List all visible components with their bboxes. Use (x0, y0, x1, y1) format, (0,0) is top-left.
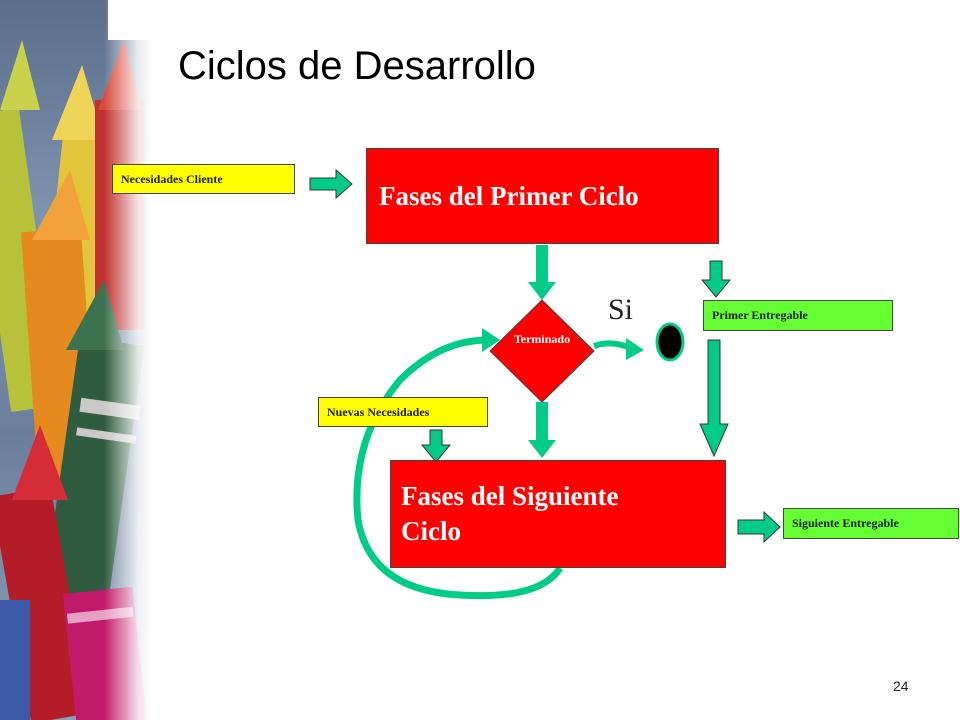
page-number: 24 (893, 678, 909, 694)
decision-label: Terminado (513, 332, 571, 346)
next-deliverable-box: Siguiente Entregable (783, 508, 959, 539)
new-needs-label: Nuevas Necesidades (327, 404, 430, 419)
next-cycle-box: Fases del Siguiente Ciclo (390, 460, 726, 568)
loop-back-arrow (353, 328, 563, 600)
slide-title: Ciclos de Desarrollo (178, 44, 536, 88)
new-needs-box: Nuevas Necesidades (318, 397, 488, 427)
client-needs-box: Necesidades Cliente (112, 164, 295, 194)
arrow-to-next-deliverable (737, 510, 781, 544)
crayon-background-image (0, 0, 152, 720)
first-cycle-box: Fases del Primer Ciclo (366, 148, 719, 244)
arrow-first-cycle-to-decision (528, 245, 556, 300)
arrow-decision-to-next-cycle (528, 402, 556, 458)
first-deliverable-label: Primer Entregable (712, 308, 808, 322)
arrow-first-deliverable-down (699, 339, 729, 458)
crayon-blue (0, 600, 30, 720)
arrow-client-to-first-cycle (309, 168, 353, 200)
arrow-new-needs-down (420, 429, 452, 463)
yes-label: Si (608, 293, 634, 326)
client-needs-label: Necesidades Cliente (121, 171, 223, 186)
arrow-to-first-deliverable (700, 260, 732, 298)
arrow-decision-to-end (593, 338, 644, 360)
decision-diamond (489, 299, 595, 403)
crayon-red (0, 425, 91, 720)
next-cycle-label: Fases del Siguiente Ciclo (401, 481, 619, 547)
next-deliverable-label: Siguiente Entregable (792, 516, 899, 530)
end-node-circle (655, 322, 685, 362)
first-deliverable-box: Primer Entregable (703, 300, 893, 331)
first-cycle-label: Fases del Primer Ciclo (379, 180, 639, 211)
